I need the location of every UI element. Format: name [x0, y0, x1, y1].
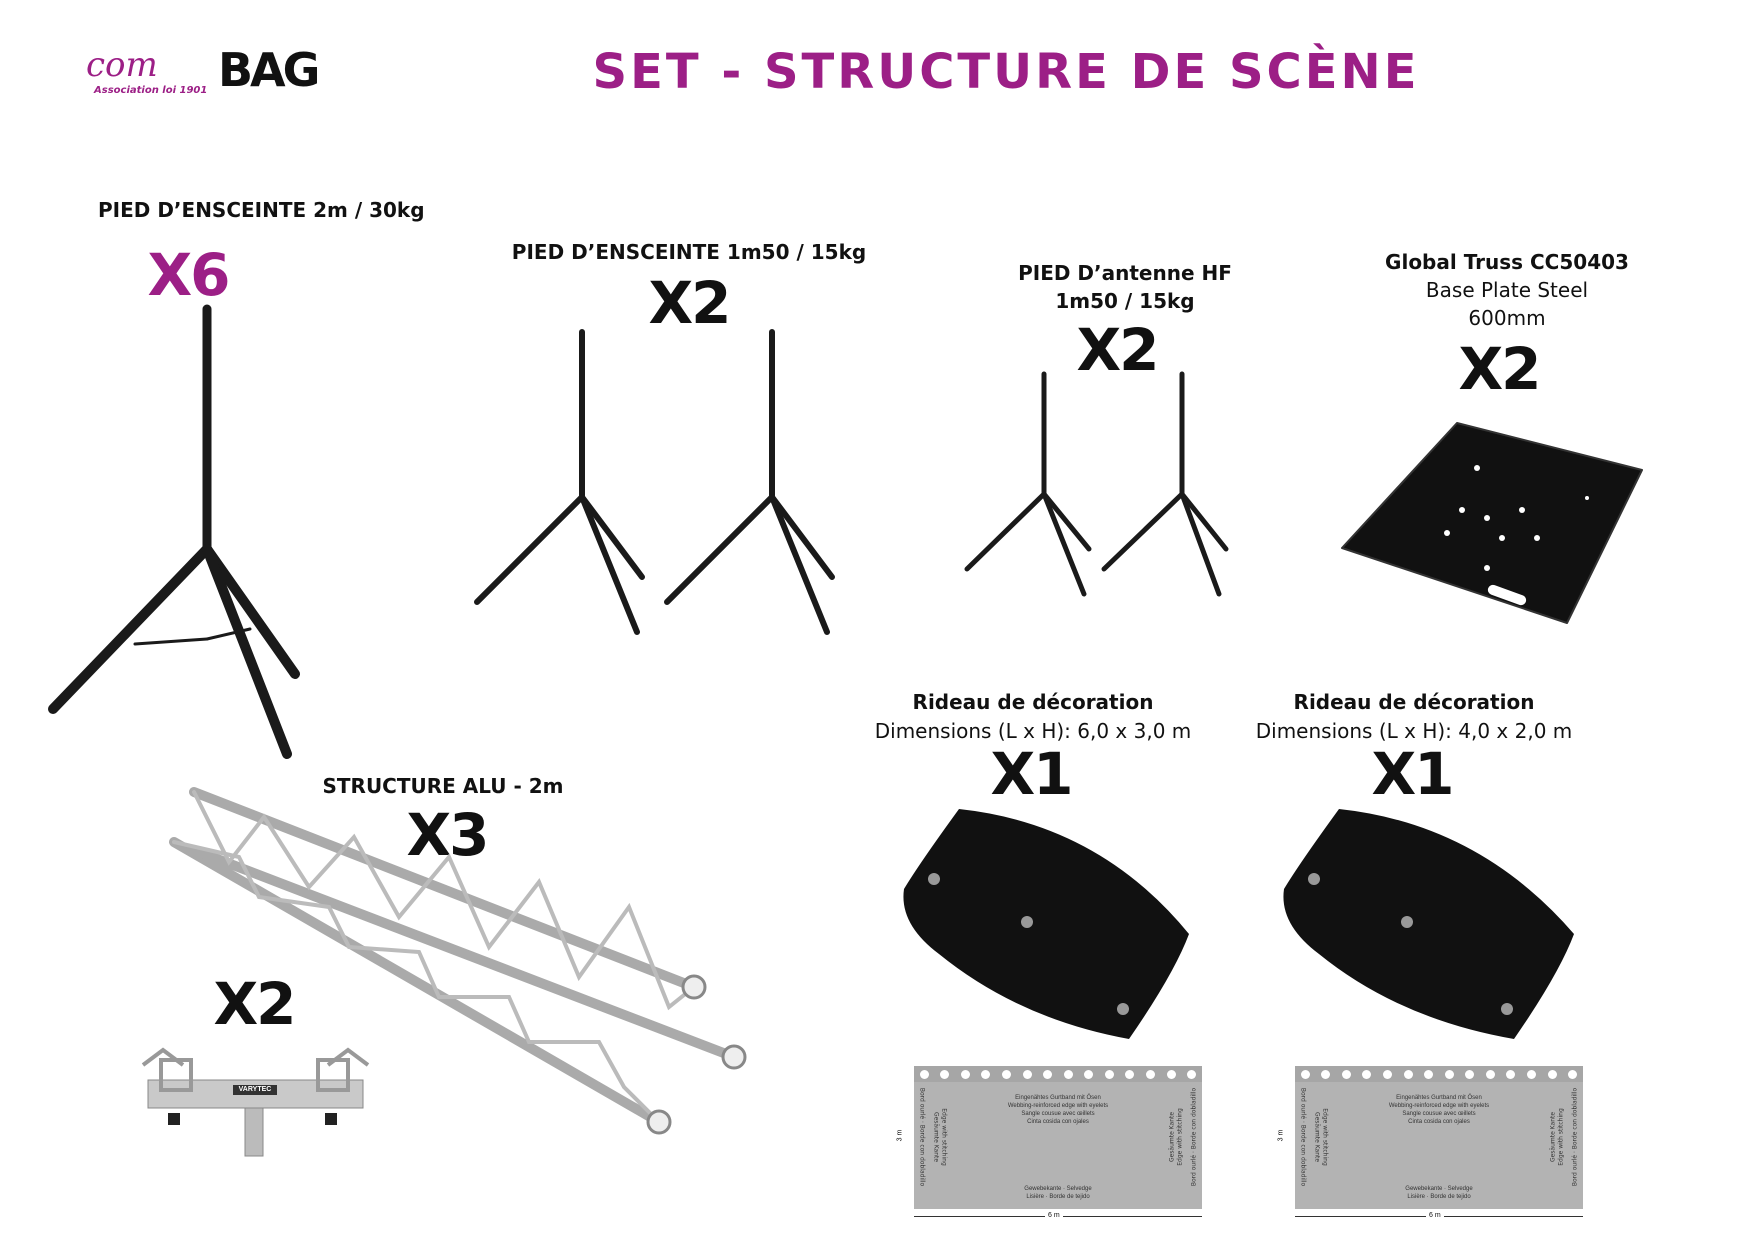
curtain-image [1283, 809, 1574, 1039]
diagram-height: 3 m [1277, 1129, 1285, 1142]
svg-text:com: com [86, 45, 158, 85]
aluminium-truss-image [169, 787, 747, 1135]
antenna-stands-image [964, 371, 1229, 597]
curtain-image [903, 809, 1189, 1039]
diagram-side-edge-text: Edge with stitching [940, 1108, 948, 1166]
item-label: Rideau de décoration [912, 690, 1154, 714]
item-quantity: X2 [213, 970, 296, 1038]
diagram-text: Eingenähtes Gurtband mit Ösen [1015, 1095, 1101, 1101]
diagram-text: Sangle cousue avec œillets [1021, 1111, 1095, 1117]
diagram-text: Lisière · Borde de tejido [1407, 1194, 1471, 1200]
item-quantity: X6 [147, 241, 230, 309]
diagram-side-hem-text: Bord ourlé · Borde con dobladillo [1190, 1087, 1198, 1187]
page-title: SET - STRUCTURE DE SCÈNE [592, 44, 1420, 100]
curtain-diagram: Eingenähtes Gurtband mit Ösen Webbing-re… [896, 1066, 1210, 1226]
diagram-side-edge-text: Edge with stitching [1557, 1108, 1565, 1166]
curtain-diagram: Eingenähtes Gurtband mit Ösen Webbing-re… [1277, 1066, 1591, 1226]
item-label: PIED D’antenne HF [1018, 261, 1232, 285]
item-label: Rideau de décoration [1293, 690, 1535, 714]
diagram-width: 6 m [1426, 1212, 1444, 1219]
diagram-text: Gewebekante · Selvedge [1024, 1186, 1092, 1192]
diagram-text: Lisière · Borde de tejido [1026, 1194, 1090, 1200]
diagram-text: Webbing-reinforced edge with eyelets [1007, 1103, 1109, 1109]
item-label: PIED D’ENSCEINTE 2m / 30kg [98, 198, 425, 222]
diagram-side-hem-text: Bord ourlé · Borde con dobladillo [918, 1087, 926, 1187]
diagram-side-edge-text: Gesäumte Kante [932, 1111, 940, 1163]
base-plate-image [1341, 422, 1643, 624]
svg-text:BAG: BAG [218, 43, 318, 97]
item-label-line2: Dimensions (L x H): 6,0 x 3,0 m [874, 719, 1192, 743]
diagram-text: Gewebekante · Selvedge [1405, 1186, 1473, 1192]
diagram-text: Eingenähtes Gurtband mit Ösen [1396, 1095, 1482, 1101]
diagram-side-edge-text: Gesäumte Kante [1313, 1111, 1321, 1163]
truss-clamp-image: VARYTEC [133, 1045, 378, 1160]
diagram-text: Webbing-reinforced edge with eyelets [1388, 1103, 1490, 1109]
speaker-stands-image [474, 329, 835, 635]
item-label: Global Truss CC50403 [1385, 250, 1629, 274]
item-quantity: X2 [1458, 335, 1541, 403]
item-label-line2: 1m50 / 15kg [1055, 289, 1195, 313]
item-quantity: X1 [1371, 740, 1454, 808]
diagram-side-hem-text: Bord ourlé · Borde con dobladillo [1571, 1087, 1579, 1187]
item-label: STRUCTURE ALU - 2m [322, 774, 564, 798]
item-label-line2: Dimensions (L x H): 4,0 x 2,0 m [1255, 719, 1573, 743]
diagram-text: Cinta cosida con ojales [1027, 1119, 1089, 1125]
svg-text:Association loi 1901: Association loi 1901 [93, 85, 207, 96]
diagram-height: 3 m [896, 1129, 904, 1142]
clamp-brand: VARYTEC [238, 1086, 272, 1093]
speaker-stand-image [48, 304, 300, 759]
diagram-side-edge-text: Gesäumte Kante [1549, 1111, 1557, 1163]
diagram-side-edge-text: Edge with stitching [1321, 1108, 1329, 1166]
item-label-line2: Base Plate Steel [1425, 278, 1589, 302]
diagram-side-hem-text: Bord ourlé · Borde con dobladillo [1299, 1087, 1307, 1187]
diagram-text: Cinta cosida con ojales [1408, 1119, 1470, 1125]
item-quantity: X1 [990, 740, 1073, 808]
diagram-side-edge-text: Edge with stitching [1176, 1108, 1184, 1166]
item-quantity: X2 [648, 269, 731, 337]
diagram-side-edge-text: Gesäumte Kante [1168, 1111, 1176, 1163]
item-quantity: X2 [1076, 316, 1159, 384]
diagram-text: Sangle cousue avec œillets [1402, 1111, 1476, 1117]
combag-logo: com BAG Association loi 1901 [84, 42, 334, 98]
diagram-width: 6 m [1045, 1212, 1063, 1219]
item-label: PIED D’ENSCEINTE 1m50 / 15kg [511, 240, 867, 264]
item-label-line3: 600mm [1468, 306, 1546, 330]
item-quantity: X3 [406, 801, 489, 869]
